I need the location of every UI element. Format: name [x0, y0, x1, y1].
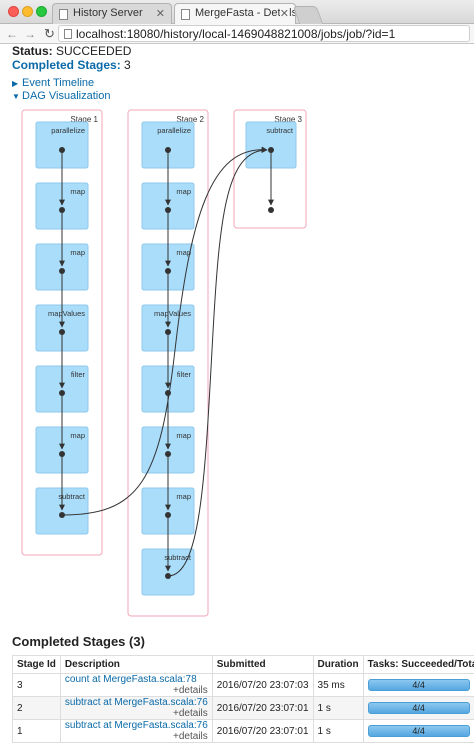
details-toggle[interactable]: +details — [173, 731, 208, 742]
description-cell: count at MergeFasta.scala:78 +details — [60, 674, 212, 697]
completed-stages-title: Completed Stages (3) — [12, 634, 145, 649]
page-icon — [64, 29, 72, 39]
duration-cell: 1 s — [313, 720, 363, 743]
dag-node-dot — [59, 147, 65, 153]
tasks-cell: 4/4 — [363, 697, 474, 720]
duration-cell: 35 ms — [313, 674, 363, 697]
dag-node-dot — [165, 451, 171, 457]
zoom-window-button[interactable] — [36, 6, 47, 17]
column-header-submitted[interactable]: Submitted — [212, 656, 313, 674]
task-progress-bar: 4/4 — [368, 702, 470, 714]
dag-node-label: mapValues — [154, 309, 191, 318]
dag-node-label: map — [176, 187, 191, 196]
address-bar[interactable]: localhost:18080/history/local-1469048821… — [58, 25, 470, 42]
close-tab-icon[interactable]: ✕ — [156, 7, 165, 20]
close-window-button[interactable] — [8, 6, 19, 17]
submitted-cell: 2016/07/20 23:07:03 — [212, 674, 313, 697]
dag-node-label: map — [70, 187, 85, 196]
submitted-cell: 2016/07/20 23:07:01 — [212, 720, 313, 743]
close-tab-icon[interactable]: ✕ — [280, 7, 289, 20]
description-cell: subtract at MergeFasta.scala:76 +details — [60, 697, 212, 720]
event-timeline-toggle[interactable]: ▶Event Timeline — [12, 77, 94, 89]
dag-node-dot — [165, 268, 171, 274]
dag-node-label: map — [176, 492, 191, 501]
dag-node-dot — [165, 390, 171, 396]
minimize-window-button[interactable] — [22, 6, 33, 17]
dag-node-label: mapValues — [48, 309, 85, 318]
browser-titlebar: History Server ✕ MergeFasta - Details fo… — [0, 0, 474, 24]
stage-id-cell: 3 — [13, 674, 61, 697]
page-icon — [181, 9, 190, 20]
completed-stages-summary: Completed Stages: 3 — [12, 58, 131, 72]
new-tab-button[interactable] — [293, 6, 324, 24]
dag-node-label: map — [70, 248, 85, 257]
table-row: 2 subtract at MergeFasta.scala:76 +detai… — [13, 697, 474, 720]
dag-node-dot — [59, 268, 65, 274]
column-header-tasks[interactable]: Tasks: Succeeded/Total — [363, 656, 474, 674]
duration-cell: 1 s — [313, 697, 363, 720]
description-cell: subtract at MergeFasta.scala:76 +details — [60, 720, 212, 743]
table-row: 1 subtract at MergeFasta.scala:76 +detai… — [13, 720, 474, 743]
tasks-cell: 4/4 — [363, 720, 474, 743]
status-label: Status: — [12, 44, 53, 58]
event-timeline-label: Event Timeline — [22, 77, 94, 89]
column-header-duration[interactable]: Duration — [313, 656, 363, 674]
dag-node-dot — [165, 147, 171, 153]
dag-node-label: filter — [71, 370, 86, 379]
completed-stages-table: Stage Id Description Submitted Duration … — [12, 655, 474, 743]
dag-node-label: map — [176, 248, 191, 257]
dag-node-label: parallelize — [157, 126, 191, 135]
forward-arrow-icon[interactable]: → — [24, 27, 36, 41]
browser-toolbar: ← → ↻ localhost:18080/history/local-1469… — [0, 24, 474, 44]
table-header-row: Stage Id Description Submitted Duration … — [13, 656, 474, 674]
task-progress-bar: 4/4 — [368, 679, 470, 691]
status-value: SUCCEEDED — [56, 44, 131, 58]
dag-node-dot — [59, 329, 65, 335]
completed-stages-count: 3 — [124, 58, 131, 72]
tasks-cell: 4/4 — [363, 674, 474, 697]
dag-node-label: parallelize — [51, 126, 85, 135]
column-header-description[interactable]: Description — [60, 656, 212, 674]
table-row: 3 count at MergeFasta.scala:78 +details … — [13, 674, 474, 697]
dag-node-label: map — [70, 431, 85, 440]
dag-node-label: subtract — [266, 126, 294, 135]
dag-graph: Stage 1parallelizemapmapmapValuesfilterm… — [0, 100, 474, 620]
details-toggle[interactable]: +details — [173, 685, 208, 696]
submitted-cell: 2016/07/20 23:07:01 — [212, 697, 313, 720]
back-arrow-icon[interactable]: ← — [6, 27, 18, 41]
dag-node-dot — [59, 451, 65, 457]
page-icon — [59, 9, 68, 20]
stage-id-cell: 1 — [13, 720, 61, 743]
dag-node-dot — [59, 390, 65, 396]
tab-history-server[interactable]: History Server ✕ — [52, 3, 172, 24]
dag-node-label: filter — [177, 370, 192, 379]
completed-stages-link[interactable]: Completed Stages: — [12, 58, 121, 72]
dag-node-dot — [59, 207, 65, 213]
dag-node-dot — [268, 207, 274, 213]
tab-title: History Server — [73, 7, 143, 19]
column-header-stage-id[interactable]: Stage Id — [13, 656, 61, 674]
task-progress-bar: 4/4 — [368, 725, 470, 737]
dag-node-dot — [165, 512, 171, 518]
details-toggle[interactable]: +details — [173, 708, 208, 719]
collapsed-arrow-icon: ▶ — [12, 79, 22, 88]
stage-description-link[interactable]: subtract at MergeFasta.scala:76 — [65, 697, 208, 708]
reload-icon[interactable]: ↻ — [44, 26, 55, 42]
dag-node-dot — [165, 207, 171, 213]
stage-description-link[interactable]: subtract at MergeFasta.scala:76 — [65, 720, 208, 731]
job-status: Status: SUCCEEDED — [12, 44, 131, 58]
tab-mergefasta[interactable]: MergeFasta - Details for Jo ✕ — [174, 3, 296, 24]
url-text[interactable]: localhost:18080/history/local-1469048821… — [76, 27, 395, 41]
stage-description-link[interactable]: count at MergeFasta.scala:78 — [65, 674, 197, 685]
dag-node-label: map — [176, 431, 191, 440]
stage-id-cell: 2 — [13, 697, 61, 720]
dag-node-dot — [165, 329, 171, 335]
